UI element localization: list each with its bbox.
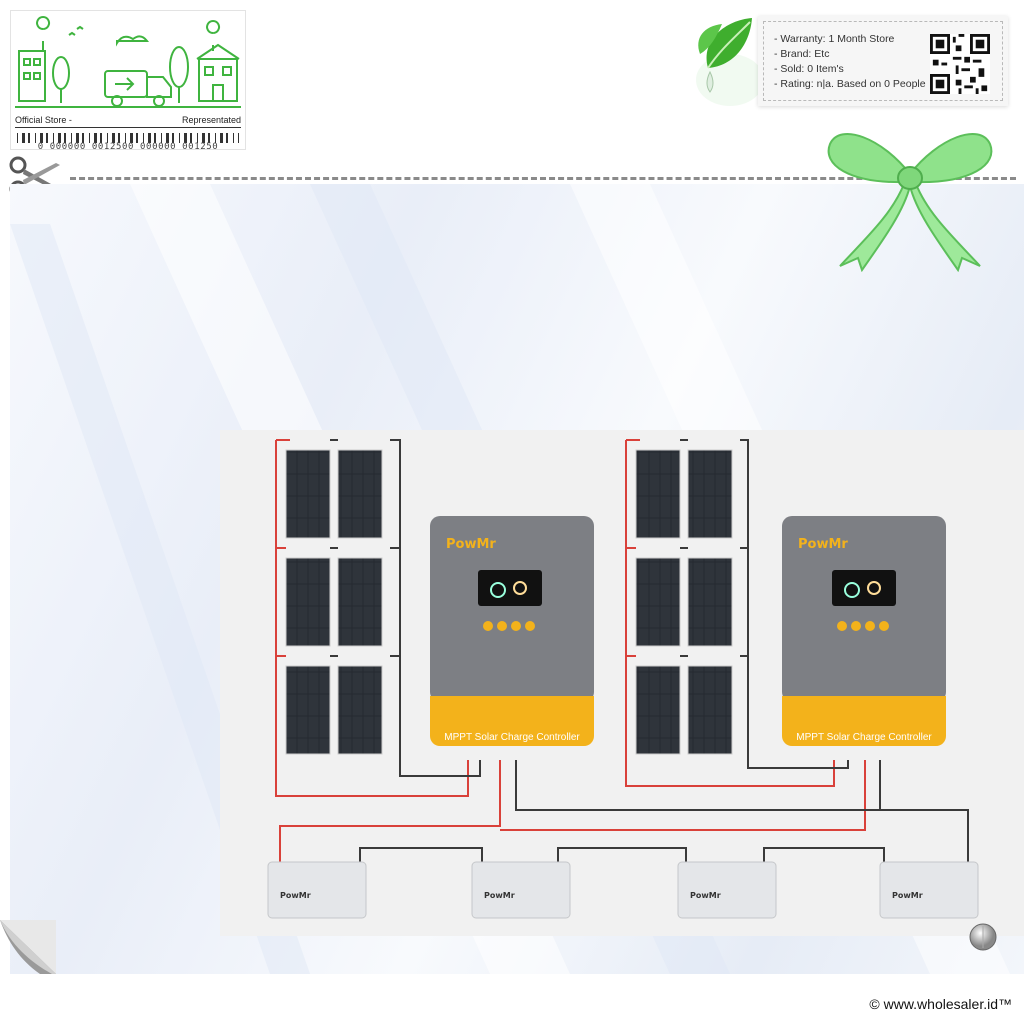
controller-brand: PowMr	[798, 537, 848, 552]
solar-system-illustration: PowMr MPPT Solar Charge Controller PowMr…	[267, 439, 979, 919]
barcode-numbers: 0 000000 0012500 000000 001250	[37, 142, 219, 152]
controller-brand: PowMr	[446, 537, 496, 552]
product-info-card: - Warranty: 1 Month Store - Brand: Etc -…	[758, 16, 1008, 106]
battery: PowMr	[471, 861, 571, 919]
battery: PowMr	[267, 861, 367, 919]
solar-panel-array-right	[635, 449, 733, 755]
svg-text:PowMr: PowMr	[892, 891, 923, 900]
green-bow-icon	[827, 133, 993, 272]
copyright-footer[interactable]: © www.wholesaler.id™	[869, 996, 1012, 1012]
solar-panel-array-left	[285, 449, 383, 755]
barcode	[17, 133, 239, 143]
svg-text:PowMr: PowMr	[484, 891, 515, 900]
brand-text: - Brand: Etc	[774, 48, 830, 60]
battery-bank: PowMr PowMr PowMr PowMr	[267, 861, 979, 919]
warranty-text: - Warranty: 1 Month Store	[774, 33, 895, 45]
battery: PowMr	[677, 861, 777, 919]
sold-text: - Sold: 0 Item's	[774, 63, 844, 75]
solar-wiring-diagram: PowMr MPPT Solar Charge Controller PowMr…	[220, 430, 1024, 936]
official-store-label: Official Store -	[15, 115, 72, 125]
qr-code[interactable]	[930, 34, 990, 94]
charge-controller-left: PowMr MPPT Solar Charge Controller	[430, 516, 594, 746]
controller-label: MPPT Solar Charge Controller	[444, 732, 580, 743]
controller-label: MPPT Solar Charge Controller	[796, 732, 932, 743]
battery: PowMr	[879, 861, 979, 919]
city-delivery-illustration	[15, 16, 241, 108]
metal-knob-icon[interactable]	[968, 922, 998, 952]
rating-text: - Rating: n|a. Based on 0 People	[774, 78, 926, 90]
representated-label: Representated	[181, 115, 241, 125]
charge-controller-right: PowMr MPPT Solar Charge Controller	[782, 516, 946, 746]
page-curl-icon	[0, 920, 56, 974]
store-card: Official Store - Representated 0 000000 …	[10, 10, 246, 152]
svg-text:PowMr: PowMr	[280, 891, 311, 900]
svg-text:PowMr: PowMr	[690, 891, 721, 900]
cut-line	[70, 177, 1016, 180]
leaf-droplet-icon	[696, 18, 760, 106]
